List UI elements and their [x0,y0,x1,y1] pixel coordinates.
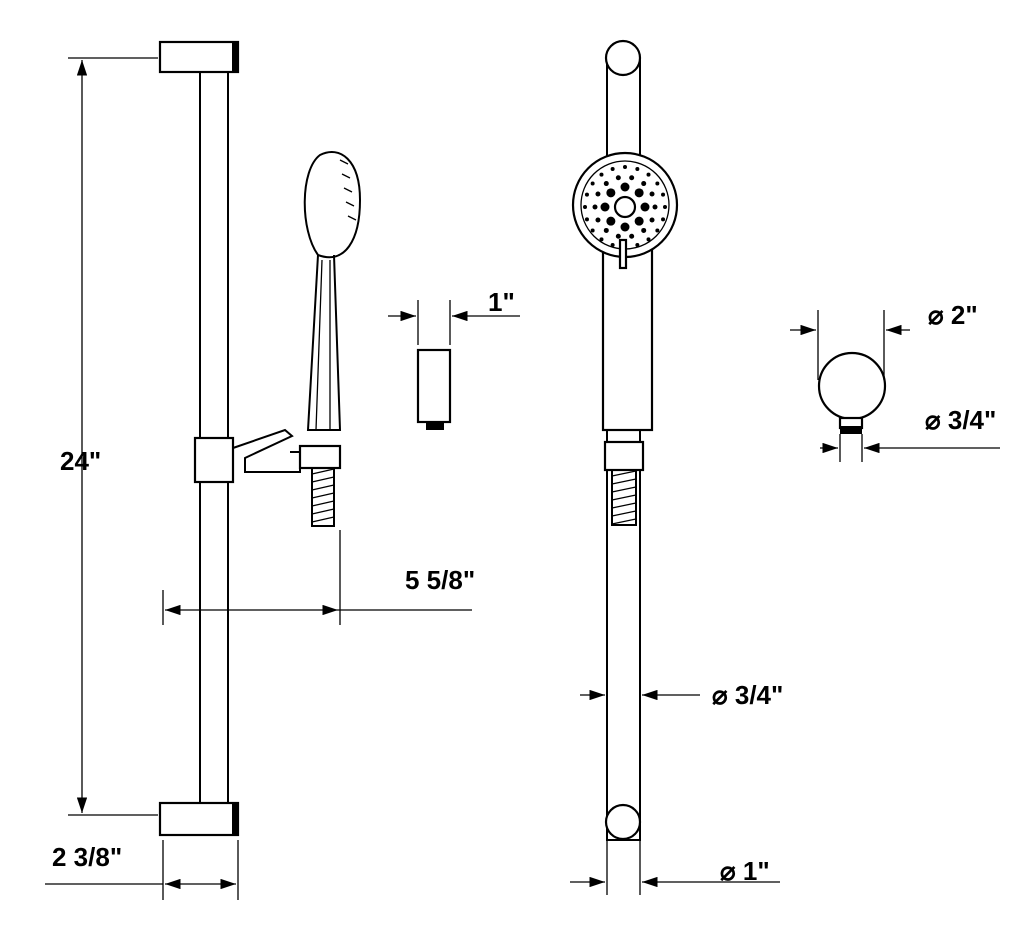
spray-nozzle [652,204,658,210]
spray-nozzle [595,217,601,223]
spray-nozzle [655,228,660,233]
hand-shower-handle [306,254,342,431]
side-view [158,40,362,837]
spray-nozzle [661,192,666,197]
hose-connector [298,444,342,470]
bracket-depth-label: 2 3/8" [52,842,123,872]
spray-nozzle [584,192,589,197]
spray-nozzle [629,233,635,239]
spray-nozzle [590,228,595,233]
spray-nozzle [615,233,621,239]
spray-nozzle [634,188,644,198]
hand-shower-head [303,151,362,258]
spray-nozzle [610,243,615,248]
spray-nozzle [615,175,621,181]
spray-nozzle [663,205,667,209]
spray-nozzle [646,237,651,242]
holder-clip [232,428,301,473]
slide-holder [193,436,235,484]
wall-elbow [790,310,1000,462]
dimension-lines-left [45,57,472,900]
spray-nozzle [599,237,604,242]
connector-width-label: 1" [488,287,515,317]
spray-nozzle [629,175,635,181]
top-bracket [158,40,240,74]
connector-part [388,300,520,430]
spray-nozzle [583,205,587,209]
spray-nozzle [620,222,630,232]
spray-nozzle [649,191,655,197]
spray-nozzle [606,188,616,198]
spray-nozzle [592,204,598,210]
bottom-bracket [158,801,240,837]
spray-nozzle [641,227,647,233]
spray-nozzle [646,172,651,177]
spray-nozzle [623,165,627,169]
bar-diameter-label: ⌀ 3/4" [712,680,784,710]
spray-nozzle [655,181,660,186]
arm-reach-label: 5 5/8" [405,565,476,595]
hose [311,467,335,527]
spray-nozzle [603,181,609,187]
wall-elbow-diameter-label: ⌀ 2" [928,300,978,330]
spray-nozzle [595,191,601,197]
spray-nozzle [584,217,589,222]
spray-nozzle [640,202,650,212]
spray-nozzle [634,216,644,226]
spray-nozzle [590,181,595,186]
bracket-diameter-label: ⌀ 1" [720,856,770,886]
spray-nozzle [599,172,604,177]
spray-nozzle [661,217,666,222]
spray-nozzle [606,216,616,226]
spray-nozzle [635,243,640,248]
wall-elbow-thread-label: ⌀ 3/4" [925,405,997,435]
front-view [570,39,780,895]
spray-nozzle [649,217,655,223]
spray-nozzle [610,166,615,171]
spray-nozzle [603,227,609,233]
height-label: 24" [60,446,102,476]
spray-nozzle [635,166,640,171]
spray-nozzle [600,202,610,212]
spray-nozzle [641,181,647,187]
spray-nozzle [620,182,630,192]
